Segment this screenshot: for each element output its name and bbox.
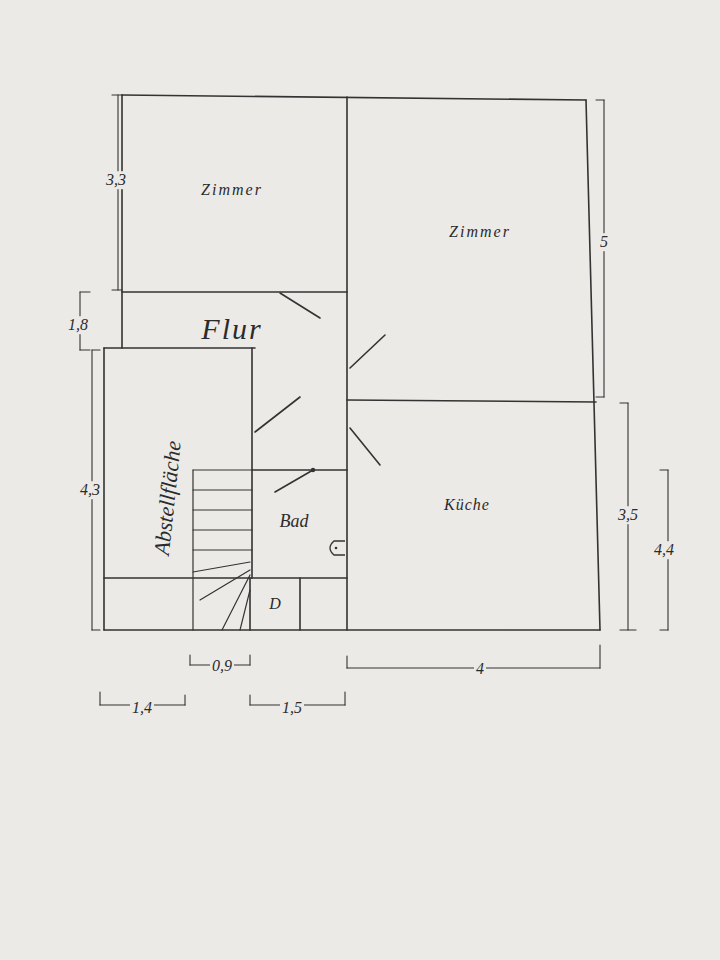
door-swing	[255, 397, 300, 432]
dimension-line	[249, 695, 250, 705]
walls	[104, 95, 600, 630]
room-box: Zimmer	[347, 100, 586, 400]
sink-symbol	[330, 541, 345, 555]
stairs	[193, 470, 252, 630]
sink-drain	[335, 547, 338, 550]
stair-line	[193, 489, 252, 490]
door-swing	[280, 293, 320, 318]
dimension-line	[346, 656, 347, 668]
bathroom-box: Bad	[252, 470, 347, 578]
stair-line	[193, 562, 250, 572]
stair-line	[193, 469, 252, 470]
wall-line	[347, 400, 596, 402]
box-d: D	[250, 578, 300, 630]
door-swing	[350, 428, 380, 465]
dimension-line	[184, 695, 185, 705]
wall-line	[122, 95, 586, 100]
stair-line	[240, 590, 250, 630]
room-label: Zimmer	[201, 181, 263, 199]
dimension-line	[620, 629, 636, 630]
dimension-label: 4,4	[652, 541, 676, 559]
stair-line	[222, 575, 250, 630]
wall-line	[121, 95, 123, 348]
dimension-lines	[80, 95, 668, 705]
wall-line	[299, 578, 301, 630]
dimension-label: 3,5	[616, 506, 640, 524]
dimension-line	[92, 349, 100, 350]
room-label: Abstellfläche	[150, 440, 186, 557]
wall-line	[251, 348, 253, 578]
kitchen-box: Küche	[347, 402, 597, 630]
door-swing	[275, 470, 313, 492]
dimension-label: 4	[474, 660, 486, 678]
dimension-line	[80, 349, 90, 350]
wall-line	[252, 469, 347, 471]
dimension-line	[596, 99, 604, 100]
door-hinge	[311, 468, 315, 472]
dimension-line	[92, 629, 100, 630]
stair-line	[193, 529, 252, 530]
dimension-line	[189, 655, 190, 665]
dimension-line	[599, 645, 600, 668]
dimension-label: 5	[598, 233, 610, 251]
dimension-line	[99, 692, 100, 705]
stair-line	[200, 570, 250, 600]
room-label: Flur	[201, 312, 262, 345]
dimension-line	[80, 291, 90, 292]
door-swing	[350, 335, 385, 368]
dimension-label: 1,5	[280, 699, 304, 717]
dimension-line	[596, 396, 604, 397]
dimension-label: 0,9	[210, 657, 234, 675]
dimension-label: 4,3	[78, 481, 102, 499]
wall-line	[586, 100, 600, 630]
room-label: Zimmer	[449, 223, 511, 241]
room-label: Küche	[444, 496, 490, 514]
room-label: D	[269, 595, 281, 613]
storage-box: Abstellfläche	[104, 348, 193, 578]
wall-line	[104, 629, 600, 631]
doors	[255, 293, 385, 492]
wall-line	[249, 578, 251, 630]
dimension-line	[249, 655, 250, 665]
wall-line	[346, 97, 348, 630]
hallway-box: Flur	[122, 292, 347, 348]
wall-line	[122, 291, 347, 293]
room-box: Zimmer	[122, 95, 347, 292]
dimension-line	[660, 469, 668, 470]
stair-line	[193, 509, 252, 510]
dimension-label: 1,4	[130, 699, 154, 717]
wall-line	[104, 577, 347, 579]
wall-line	[103, 348, 105, 630]
dimension-line	[620, 402, 628, 403]
room-label: Bad	[280, 512, 309, 532]
dimension-label: 1,8	[66, 316, 90, 334]
stair-line	[193, 549, 252, 550]
dimension-line	[112, 94, 122, 95]
dimension-line	[117, 95, 118, 290]
dimension-line	[660, 629, 668, 630]
dimension-line	[344, 692, 345, 705]
dimension-label: 3,3	[104, 171, 128, 189]
wall-line	[104, 347, 255, 349]
dimension-line	[112, 289, 122, 290]
